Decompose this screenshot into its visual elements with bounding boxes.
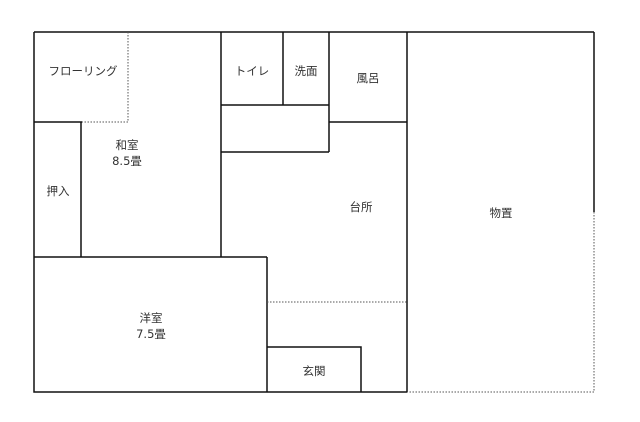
label-senmen: 洗面 (295, 64, 318, 78)
label-washitsu-size: 8.5畳 (112, 154, 142, 168)
genkan-wall (267, 346, 362, 392)
label-toilet: トイレ (235, 64, 270, 78)
walls (33, 31, 595, 393)
room-labels: フローリング 和室 8.5畳 押入 トイレ 洗面 風呂 台所 物置 洋室 7.5… (47, 64, 513, 378)
label-youshitsu-size: 7.5畳 (136, 327, 166, 341)
label-washitsu: 和室 (116, 138, 139, 152)
label-oshiire: 押入 (47, 184, 70, 198)
label-youshitsu: 洋室 (140, 311, 163, 325)
flooring-boundary (82, 32, 129, 123)
toilet-wall (221, 32, 330, 153)
oshiire-wall (34, 121, 82, 257)
label-furo: 風呂 (357, 71, 380, 85)
monooki-boundary (407, 212, 595, 393)
label-flooring: フローリング (49, 64, 118, 78)
outer-wall (33, 31, 595, 393)
dotted-boundaries (82, 32, 595, 393)
label-monooki: 物置 (490, 206, 513, 220)
youshitsu-wall (34, 256, 268, 392)
label-genkan: 玄関 (303, 364, 326, 378)
label-daidokoro: 台所 (350, 200, 373, 214)
